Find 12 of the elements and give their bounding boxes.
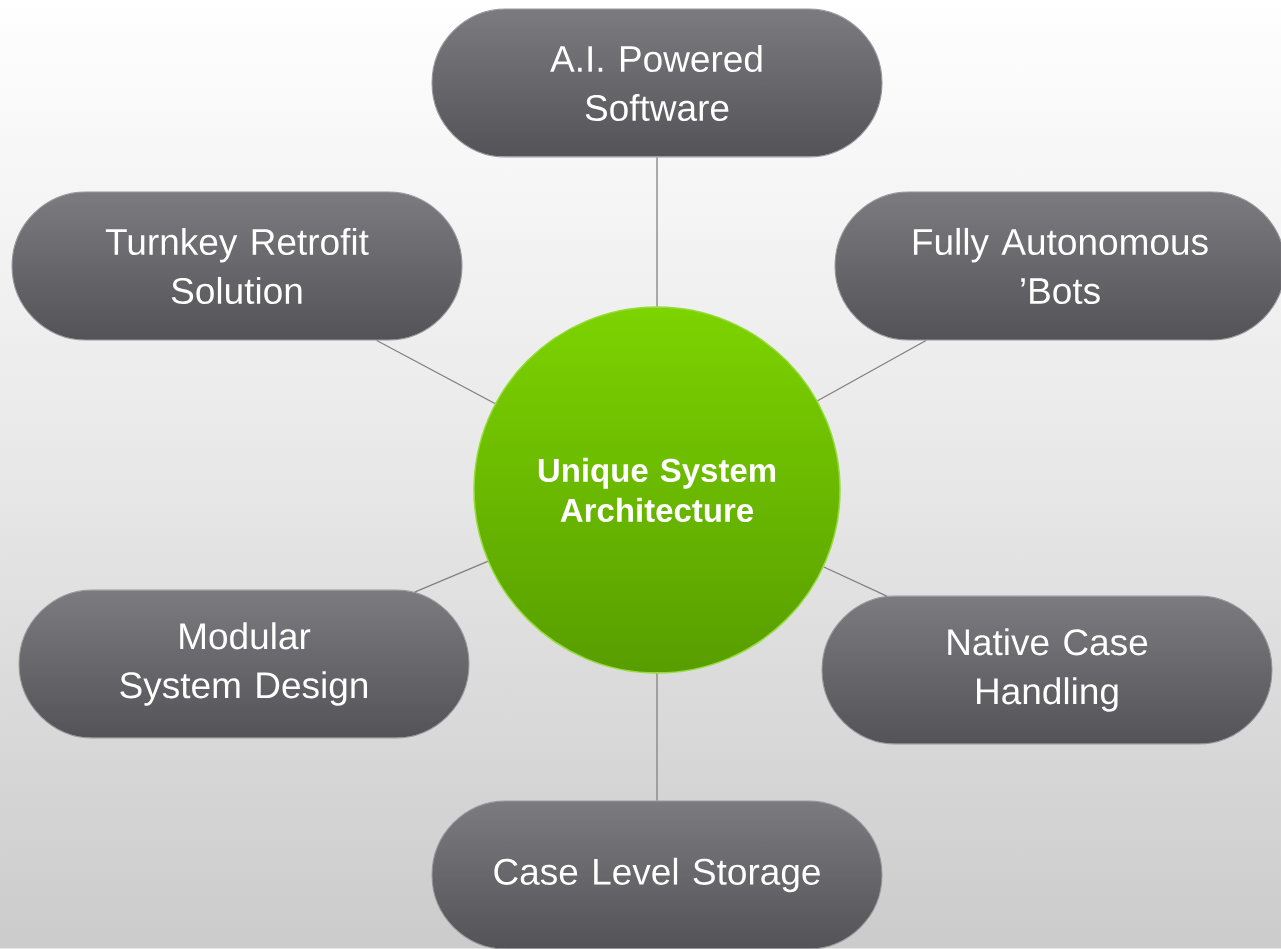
connector-line [816, 339, 927, 402]
connector-line [823, 566, 888, 597]
pill-box: Modular System Design [18, 589, 470, 739]
connector-line [376, 339, 496, 405]
pill-box: Native Case Handling [821, 595, 1273, 745]
connector-line [656, 673, 658, 802]
connector-line [413, 560, 489, 593]
pill-box: A.I. Powered Software [431, 8, 883, 158]
pill-box: Fully Autonomous ’Bots [834, 191, 1281, 341]
connector-line [656, 156, 658, 307]
pill-box: Case Level Storage [431, 800, 883, 949]
pill-box: Turnkey Retrofit Solution [11, 191, 463, 341]
